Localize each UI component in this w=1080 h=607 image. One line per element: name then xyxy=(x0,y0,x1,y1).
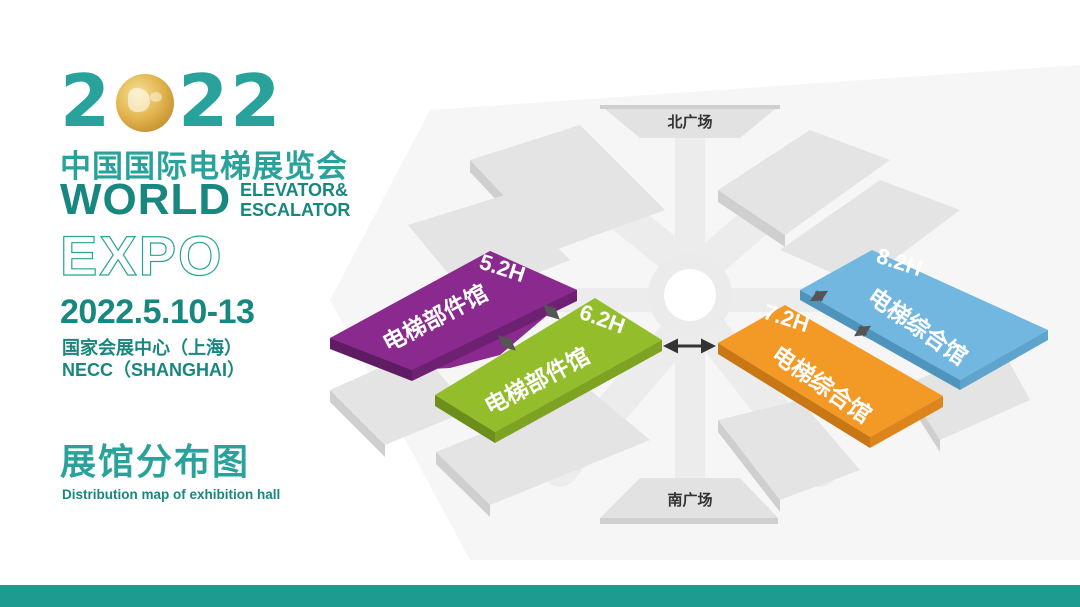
north-plaza: 北广场 xyxy=(600,105,780,138)
north-plaza-label: 北广场 xyxy=(667,113,712,131)
expo-outline-text: EXPO xyxy=(59,224,224,287)
elevator-text: ELEVATOR& xyxy=(240,180,349,200)
map-subtitle: Distribution map of exhibition hall xyxy=(62,487,281,502)
gray-hall xyxy=(436,390,650,517)
escalator-text: ESCALATOR xyxy=(240,200,351,220)
expo-dates: 2022.5.10-13 xyxy=(60,293,255,331)
bottom-bar xyxy=(0,585,1080,607)
hall-8-2h[interactable]: 8.2H 电梯综合馆 xyxy=(800,243,1048,390)
globe-icon xyxy=(116,74,175,132)
arrow-7-8-lower xyxy=(853,324,872,338)
venue-cn: 国家会展中心（上海） xyxy=(62,338,242,358)
expo-world: WORLD xyxy=(60,175,232,224)
expo-title-cn: 中国国际电梯展览会 xyxy=(60,149,348,184)
arrow-5-6 xyxy=(543,304,560,320)
south-plaza-label: 南广场 xyxy=(667,491,712,509)
connector-arrows xyxy=(498,290,872,354)
gray-hall xyxy=(780,180,960,285)
gray-hall xyxy=(718,400,860,512)
year-start: 2 xyxy=(60,59,113,143)
central-roundabout-inner xyxy=(664,269,716,321)
south-plaza: 南广场 xyxy=(600,478,778,524)
gray-halls xyxy=(330,125,1030,517)
expo-elevator-escalator: ELEVATOR& ESCALATOR xyxy=(240,180,350,220)
venue-en: NECC（SHANGHAI） xyxy=(62,360,246,380)
gray-hall xyxy=(718,130,890,247)
expo-year: 2 22 xyxy=(60,59,283,143)
gray-hall xyxy=(330,350,470,457)
year-end: 22 xyxy=(178,59,283,143)
map-title: 展馆分布图 xyxy=(60,441,251,482)
arrow-5-6-lower xyxy=(498,335,516,351)
hall-6-2h[interactable]: 6.2H 电梯部件馆 xyxy=(435,298,662,443)
arrow-7-8-upper xyxy=(809,290,829,302)
